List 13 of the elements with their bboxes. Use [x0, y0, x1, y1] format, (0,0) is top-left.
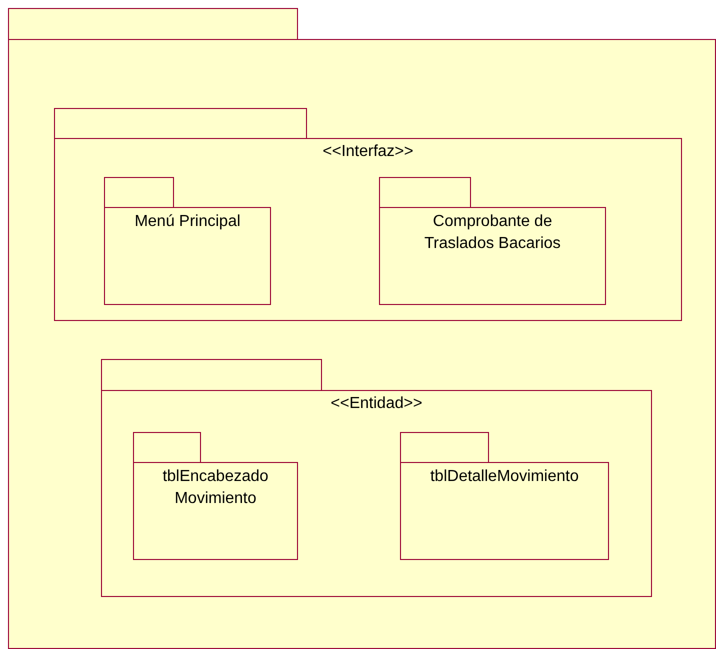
- stereotype-label: <<Interfaz>>: [322, 142, 414, 162]
- package-folder: [133, 432, 298, 560]
- package-folder: [400, 432, 609, 560]
- package-name: tblDetalleMovimiento: [429, 467, 580, 487]
- package-folder: [379, 177, 606, 305]
- package-name: tblEncabezado Movimiento: [162, 467, 270, 509]
- package-name: Menú Principal: [134, 212, 242, 232]
- stereotype-label: <<Entidad>>: [330, 394, 424, 414]
- package-folder: [104, 177, 271, 305]
- package-folder: [54, 108, 682, 321]
- package-folder: [101, 359, 652, 597]
- package-folder: [8, 8, 716, 649]
- package-name: Comprobante de Traslados Bacarios: [423, 212, 562, 254]
